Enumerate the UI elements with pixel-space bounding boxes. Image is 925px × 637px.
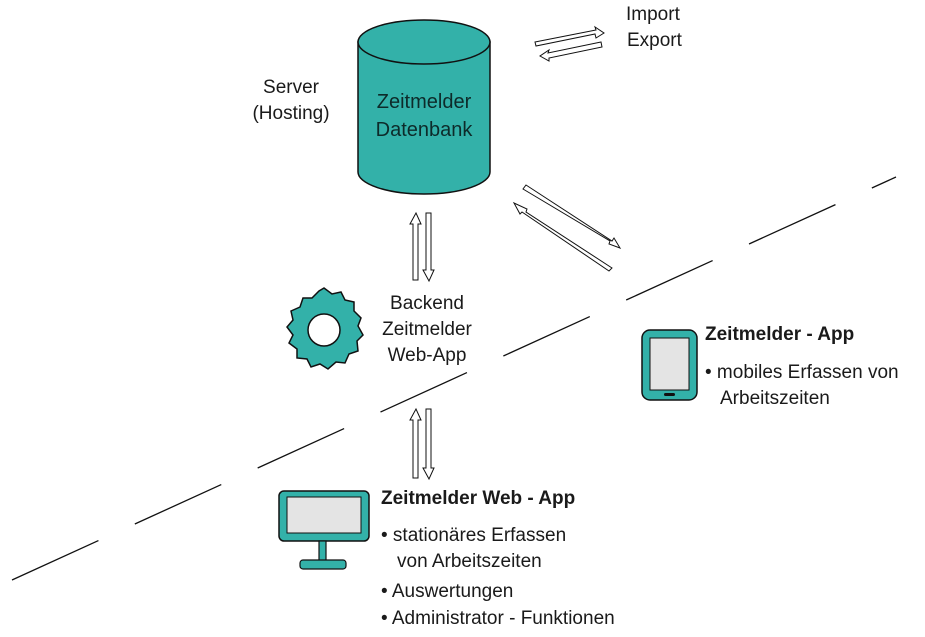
import-export-arrows-icon: [534, 25, 605, 62]
server-label-line2: (Hosting): [252, 103, 330, 124]
backend-label-line3: Web-App: [387, 345, 467, 366]
web-app-title: Zeitmelder Web - App: [381, 488, 576, 509]
network-boundary-line: [11, 176, 897, 581]
backend-web-arrows-icon: [409, 407, 435, 481]
database-label: Zeitmelder Datenbank: [358, 88, 490, 144]
web-app-bullet-1-line1: • stationäres Erfassen: [381, 525, 567, 546]
mobile-app-bullet-1-line1: • mobiles Erfassen von: [705, 362, 899, 383]
gear-icon: [286, 287, 364, 370]
db-backend-arrows-icon: [409, 211, 435, 283]
mobile-app-bullet-1-line2: Arbeitszeiten: [720, 388, 830, 409]
db-mobile-arrows-icon: [512, 184, 622, 272]
import-label: Import: [626, 4, 680, 25]
mobile-app-title: Zeitmelder - App: [705, 324, 855, 345]
database-label-line2: Datenbank: [375, 119, 473, 141]
tablet-icon: [641, 329, 698, 401]
web-app-bullet-2: • Auswertungen: [381, 581, 514, 602]
backend-label: Backend Zeitmelder Web-App: [372, 291, 482, 369]
server-label-line1: Server: [263, 77, 319, 98]
web-app-bullet-3: • Administrator - Funktionen: [381, 608, 615, 629]
export-label: Export: [627, 30, 682, 51]
database-cylinder-icon: [357, 19, 491, 195]
database-label-line1: Zeitmelder: [376, 91, 472, 113]
monitor-icon: [278, 490, 370, 570]
backend-label-line1: Backend: [390, 293, 464, 314]
web-app-bullet-1-line2: von Arbeitszeiten: [397, 551, 542, 572]
backend-label-line2: Zeitmelder: [382, 319, 472, 340]
server-label: Server (Hosting): [240, 75, 342, 127]
